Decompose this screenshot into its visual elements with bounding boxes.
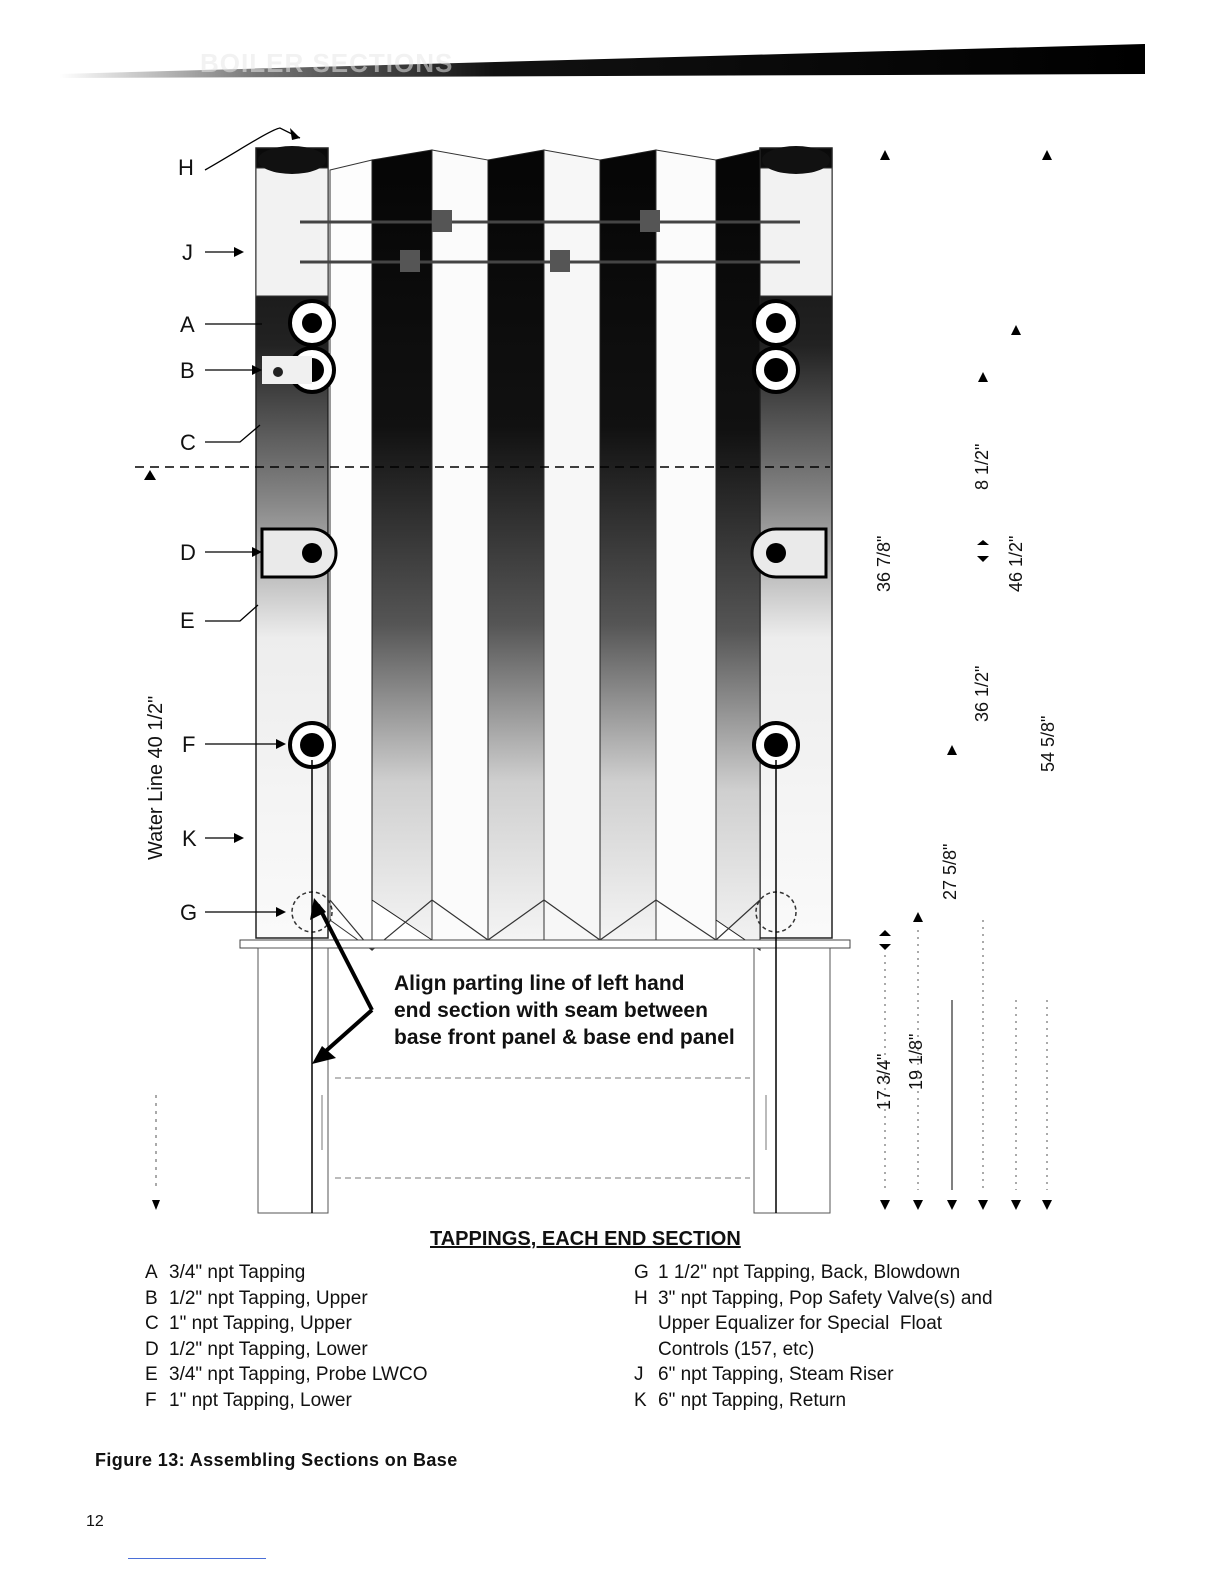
callout-e: E [180, 608, 195, 633]
intermediate-section-4 [487, 149, 545, 941]
dim-36-1-2: 36 1/2" [972, 665, 992, 722]
alignment-note: Align parting line of left hand end sect… [394, 970, 735, 1051]
tapping-letter: D [145, 1338, 159, 1360]
callout-d: D [180, 540, 196, 565]
tapping-letter: J [634, 1364, 644, 1386]
tapping-description: 1" npt Tapping, Upper [169, 1313, 352, 1335]
tapping-letter: F [145, 1389, 157, 1411]
header-banner [60, 44, 1145, 78]
tapping-letter: H [634, 1287, 648, 1309]
callout-g: G [180, 900, 198, 925]
list-item: J 6" npt Tapping, Steam Riser [634, 1362, 993, 1388]
tapping-letter: K [634, 1389, 647, 1411]
dim-46-1-2: 46 1/2" [1006, 535, 1026, 592]
tappings-heading: TAPPINGS, EACH END SECTION [430, 1228, 741, 1250]
dim-36-7-8: 36 7/8" [874, 535, 894, 592]
tapping-letter: E [145, 1364, 158, 1386]
tapping-letter: B [145, 1287, 158, 1309]
boiler-base [239, 939, 851, 949]
callout-b: B [180, 358, 195, 383]
dim-17-3-4: 17 3/4" [874, 1053, 894, 1110]
callout-k: K [182, 826, 197, 851]
figure-caption: Figure 13: Assembling Sections on Base [95, 1450, 458, 1470]
tapping-letter: A [145, 1262, 158, 1283]
alignment-note-line-3: base front panel & base end panel [394, 1026, 735, 1049]
tapping-description: 6" npt Tapping, Steam Riser [658, 1364, 894, 1386]
page-number: 12 [86, 1513, 104, 1530]
list-item: H 3" npt Tapping, Pop Safety Valve(s) and… [634, 1286, 993, 1363]
tappings-list-right: G 1 1/2" npt Tapping, Back, Blowdown H 3" … [634, 1260, 993, 1414]
callout-f: F [182, 732, 196, 757]
callout-j: J [182, 240, 193, 265]
list-item: G 1 1/2" npt Tapping, Back, Blowdown [634, 1260, 993, 1286]
intermediate-section-8 [715, 149, 761, 951]
tapping-description: 3/4" npt Tapping [169, 1262, 306, 1283]
dim-8-1-2: 8 1/2" [972, 443, 992, 490]
callout-a: A [180, 312, 195, 337]
dim-19-1-8: 19 1/8" [906, 1033, 926, 1090]
tapping-description: 1 1/2" npt Tapping, Back, Blowdown [658, 1262, 961, 1283]
callout-c: C [180, 430, 196, 455]
list-item: A 3/4" npt Tapping [145, 1260, 427, 1286]
water-line-label: Water Line 40 1/2" [145, 695, 167, 860]
tappings-list-left: A 3/4" npt Tapping B 1/2" npt Tapping, Upp… [145, 1260, 427, 1414]
tapping-letter: C [145, 1313, 159, 1335]
list-item: C 1" npt Tapping, Upper [145, 1311, 427, 1337]
tapping-description: 1/2" npt Tapping, Upper [169, 1287, 368, 1309]
alignment-note-line-2: end section with seam between [394, 999, 708, 1022]
tapping-letter: G [634, 1262, 649, 1283]
tapping-description: 1" npt Tapping, Lower [169, 1389, 352, 1411]
list-item: F 1" npt Tapping, Lower [145, 1388, 427, 1414]
list-item: E 3/4" npt Tapping, Probe LWCO [145, 1362, 427, 1388]
tapping-description: 6" npt Tapping, Return [658, 1389, 847, 1411]
tapping-b-left [273, 367, 283, 377]
tapping-description: 1/2" npt Tapping, Lower [169, 1338, 368, 1360]
intermediate-section-3 [431, 149, 489, 941]
intermediate-section-6 [599, 149, 657, 941]
dim-54-5-8: 54 5/8" [1038, 715, 1058, 772]
callout-h: H [178, 155, 194, 180]
list-item: B 1/2" npt Tapping, Upper [145, 1286, 427, 1312]
list-item: D 1/2" npt Tapping, Lower [145, 1337, 427, 1363]
intermediate-section-7 [655, 149, 717, 941]
tapping-d-left [302, 543, 322, 563]
dim-27-5-8: 27 5/8" [940, 843, 960, 900]
footer-rule [128, 1558, 266, 1559]
tapping-description: 3" npt Tapping, Pop Safety Valve(s) and … [658, 1287, 993, 1360]
list-item: K 6" npt Tapping, Return [634, 1388, 993, 1414]
tapping-description: 3/4" npt Tapping, Probe LWCO [169, 1364, 428, 1386]
section-title: BOILER SECTIONS [200, 48, 454, 78]
alignment-note-line-1: Align parting line of left hand [394, 972, 685, 995]
